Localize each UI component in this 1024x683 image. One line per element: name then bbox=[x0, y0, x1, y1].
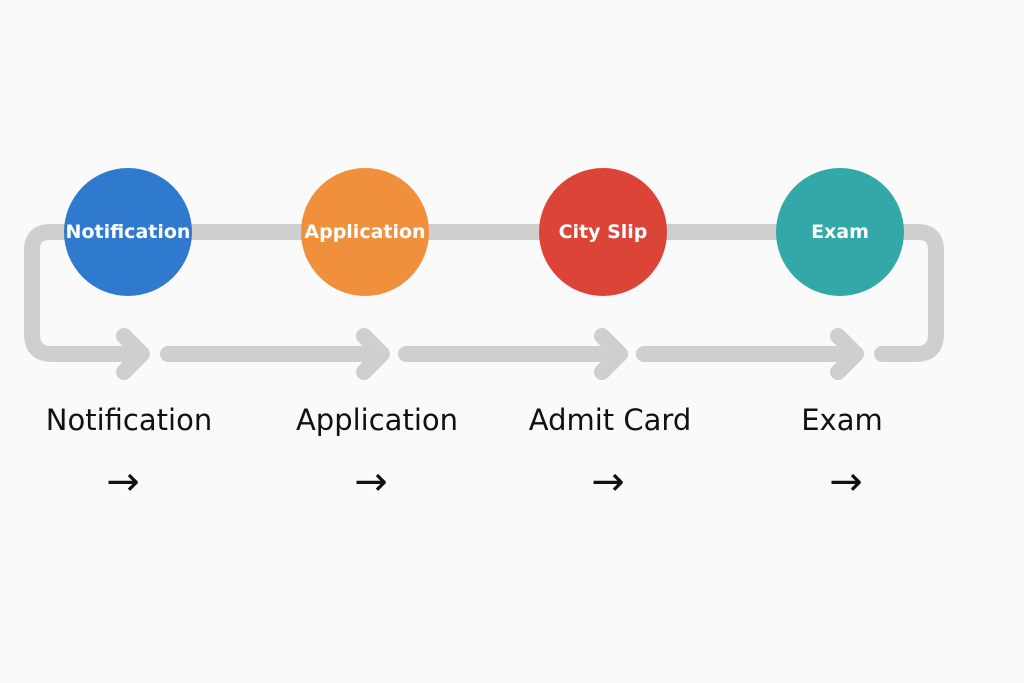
node-label: Notification bbox=[66, 221, 191, 243]
node-4: Exam bbox=[776, 168, 904, 296]
step-3: Admit Card → bbox=[529, 403, 691, 505]
node-label: City Slip bbox=[559, 221, 648, 243]
track-arrowhead-2 bbox=[356, 328, 390, 380]
track-arrowhead-1 bbox=[116, 328, 150, 380]
right-wrap-track bbox=[874, 224, 944, 362]
left-wrap-track bbox=[24, 224, 148, 362]
step-label: Admit Card bbox=[529, 403, 691, 437]
step-label: Application bbox=[296, 403, 458, 437]
node-1: Notification bbox=[64, 168, 192, 296]
node-circle bbox=[64, 168, 192, 296]
node-label: Application bbox=[304, 221, 425, 243]
right-arrow-icon: → bbox=[354, 459, 388, 505]
node-2: Application bbox=[301, 168, 429, 296]
track-arrowhead-4 bbox=[830, 328, 864, 380]
node-circle bbox=[301, 168, 429, 296]
step-label: Notification bbox=[46, 403, 212, 437]
step-label: Exam bbox=[801, 403, 883, 437]
node-label: Exam bbox=[811, 221, 869, 243]
step-2: Application → bbox=[296, 403, 458, 505]
node-3: City Slip bbox=[539, 168, 667, 296]
connector-track bbox=[24, 224, 944, 380]
right-arrow-icon: → bbox=[106, 459, 140, 505]
right-arrow-icon: → bbox=[829, 459, 863, 505]
step-1: Notification → bbox=[46, 403, 212, 505]
node-circle bbox=[776, 168, 904, 296]
step-4: Exam → bbox=[801, 403, 883, 505]
track-arrowhead-3 bbox=[594, 328, 628, 380]
node-circle bbox=[539, 168, 667, 296]
right-arrow-icon: → bbox=[591, 459, 625, 505]
